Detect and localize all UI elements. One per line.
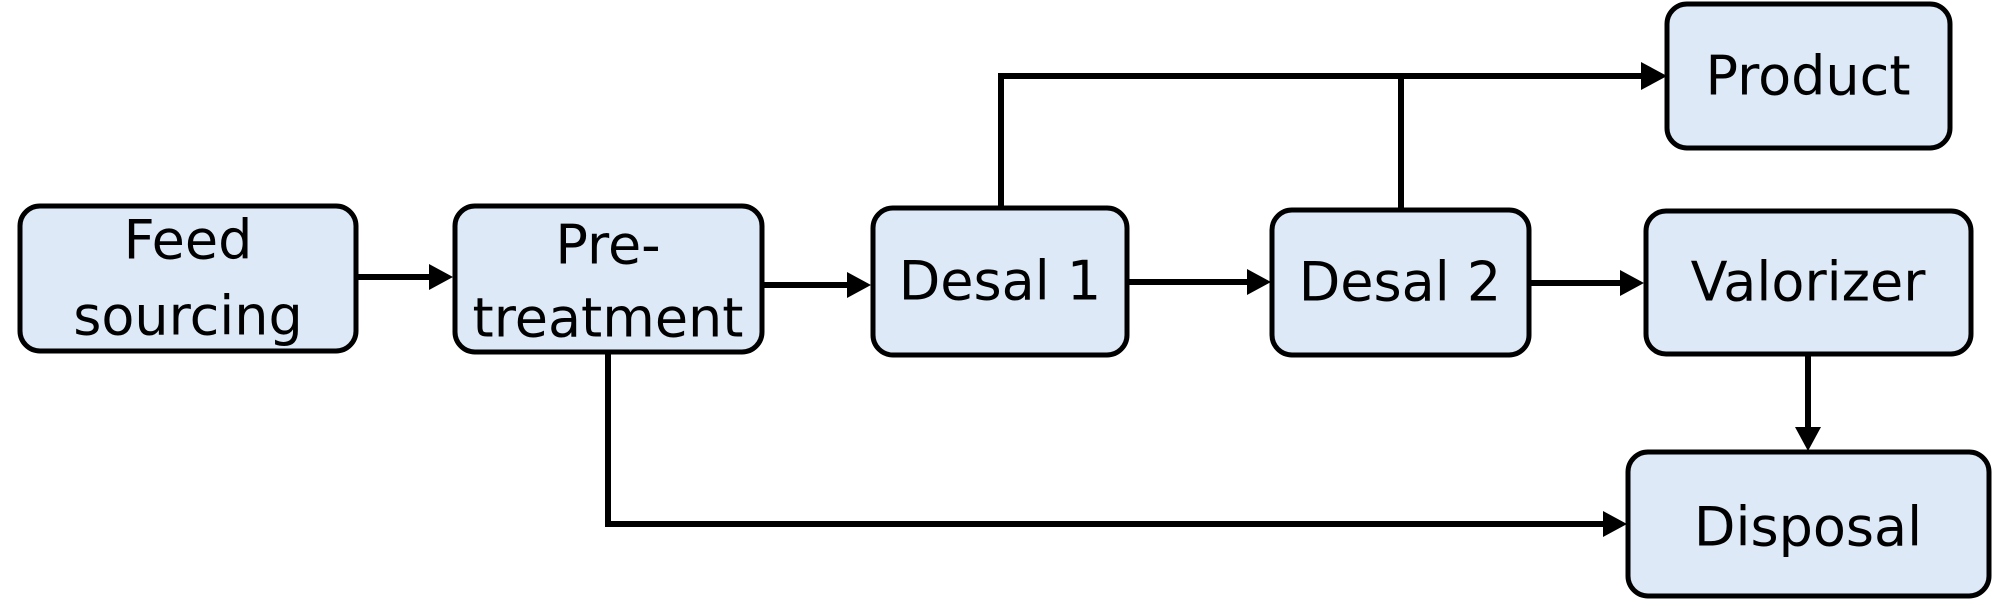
node-desal-2: Desal 2 [1269, 207, 1532, 358]
node-product: Product [1664, 1, 1953, 151]
node-disposal: Disposal [1625, 449, 1992, 599]
node-valorizer: Valorizer [1643, 208, 1974, 357]
node-box [1664, 1, 1953, 151]
node-label: Valorizer [1691, 251, 1927, 314]
arrowhead-pretreatment-left [429, 264, 453, 290]
node-label: Desal 1 [899, 250, 1102, 313]
arrowhead-disposal-top [1795, 427, 1821, 451]
node-label-line2: sourcing [73, 285, 303, 348]
connectors [356, 62, 1821, 537]
edge-pretreatment-to-disposal [605, 352, 1604, 527]
node-label: Desal 2 [1299, 251, 1502, 314]
node-feed-sourcing: Feed sourcing [17, 203, 359, 354]
arrowhead-desal2-left [1247, 269, 1271, 295]
arrowhead-desal1-left [847, 272, 871, 298]
node-label-line2: treatment [473, 287, 744, 350]
node-label: Disposal [1694, 496, 1922, 559]
arrowhead-product-left [1641, 62, 1667, 90]
node-box [17, 203, 359, 354]
node-box [870, 205, 1130, 358]
node-desal-1: Desal 1 [870, 205, 1130, 358]
node-label-line1: Feed [124, 209, 253, 272]
node-box [1643, 208, 1974, 357]
node-box [1625, 449, 1992, 599]
node-label: Product [1705, 45, 1910, 108]
arrowhead-valorizer-left [1620, 270, 1644, 296]
node-box [452, 203, 765, 355]
edge-desal1-to-product [998, 73, 1641, 208]
node-pretreatment: Pre- treatment [452, 203, 765, 355]
node-label-line1: Pre- [555, 214, 660, 277]
arrowhead-disposal-left [1603, 511, 1627, 537]
node-box [1269, 207, 1532, 358]
